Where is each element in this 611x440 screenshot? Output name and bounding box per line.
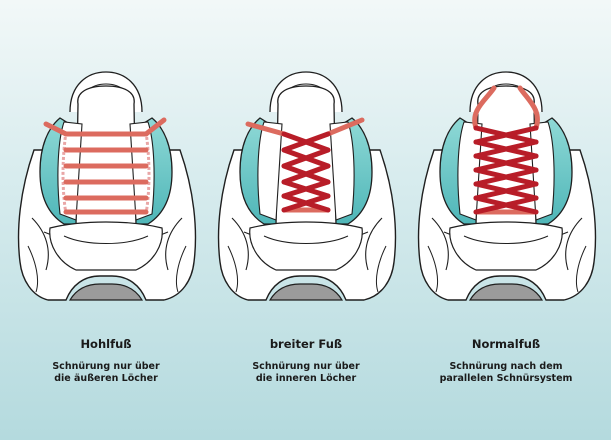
caption-normalfuss: Normalfuß Schnürung nach dem parallelen … [406, 337, 606, 385]
caption-hohlfuss: Hohlfuß Schnürung nur über die äußeren L… [6, 337, 206, 385]
description-line: Schnürung nur über [206, 361, 406, 373]
panel-title: breiter Fuß [206, 337, 406, 351]
panel-description: Schnürung nach dem parallelen Schnürsyst… [406, 361, 606, 385]
caption-breiter-fuss: breiter Fuß Schnürung nur über die inner… [206, 337, 406, 385]
description-line: die inneren Löcher [206, 373, 406, 385]
description-line: parallelen Schnürsystem [406, 373, 606, 385]
panel-title: Hohlfuß [6, 337, 206, 351]
description-line: Schnürung nur über [6, 361, 206, 373]
description-line: Schnürung nach dem [406, 361, 606, 373]
panel-description: Schnürung nur über die äußeren Löcher [6, 361, 206, 385]
panel-title: Normalfuß [406, 337, 606, 351]
shoe-breiter-fuss [219, 72, 396, 300]
shoe-normalfuss [419, 72, 596, 300]
shoe-hohlfuss [19, 72, 196, 300]
description-line: die äußeren Löcher [6, 373, 206, 385]
lace [46, 120, 164, 212]
panel-description: Schnürung nur über die inneren Löcher [206, 361, 406, 385]
